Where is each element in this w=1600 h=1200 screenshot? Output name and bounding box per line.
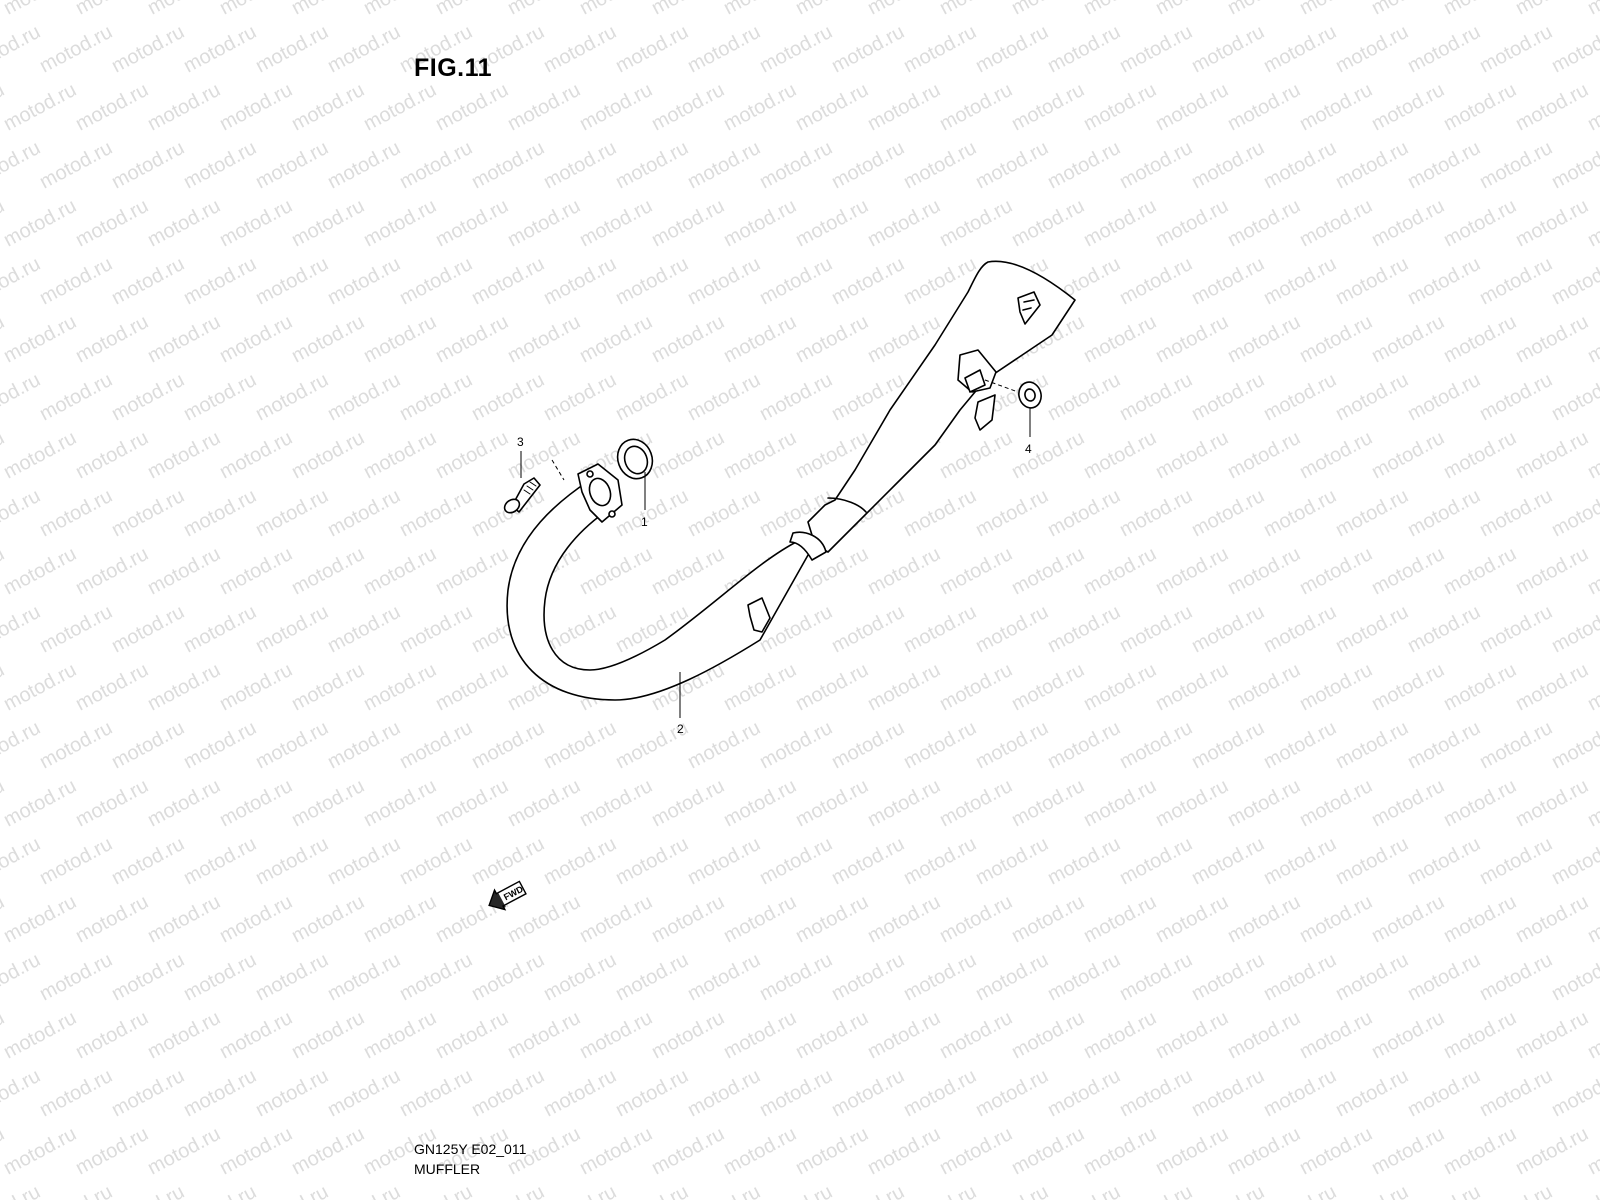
pipe-clamp — [789, 531, 827, 561]
assembly-line-washer — [984, 379, 1019, 393]
callout-2: 2 — [677, 722, 684, 736]
pipe-bracket — [747, 597, 771, 633]
muffler-band-line — [827, 497, 867, 513]
diagram-name: MUFFLER — [414, 1161, 481, 1177]
callout-4: 4 — [1025, 442, 1032, 456]
exhaust-pipe — [506, 479, 813, 701]
muffler-body — [807, 260, 1076, 553]
washer-icon — [1018, 381, 1042, 409]
assembly-line-bolt — [551, 459, 565, 481]
fwd-arrow-icon: FWD — [488, 880, 527, 911]
gasket-icon — [616, 438, 654, 480]
muffler-mount-bracket — [957, 349, 997, 431]
muffler-emblem-icon — [1017, 291, 1041, 325]
bolt-icon — [503, 477, 541, 514]
exhaust-flange — [577, 463, 623, 523]
callout-3: 3 — [517, 435, 524, 449]
diagram-code: GN125Y E02_011 — [414, 1141, 527, 1157]
callout-1: 1 — [641, 515, 648, 529]
figure-title: FIG.11 — [414, 54, 493, 82]
